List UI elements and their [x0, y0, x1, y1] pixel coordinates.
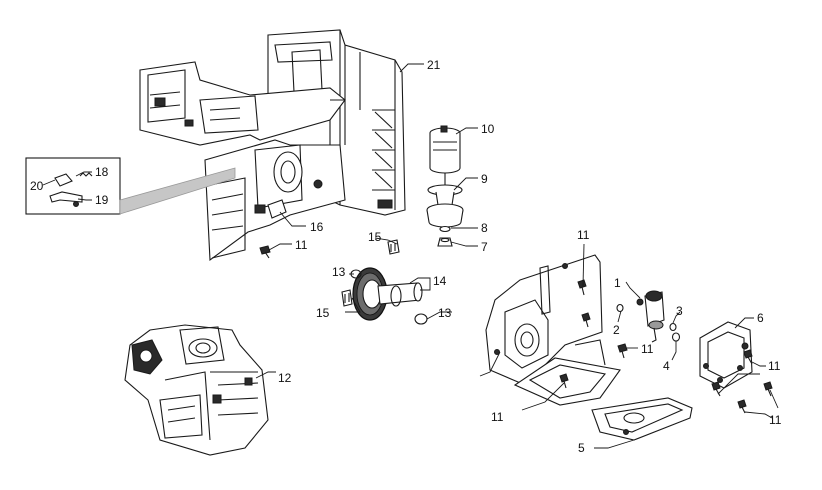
screw-11-center — [617, 343, 628, 359]
part-2-o-ring — [616, 303, 624, 313]
part-8-washer — [439, 225, 451, 233]
callout-20: 21 — [427, 58, 441, 72]
part-12-brew-unit — [124, 324, 269, 456]
part-9-gearbox — [426, 184, 464, 228]
callout-18: 19 — [95, 193, 109, 207]
screw-11-plate-mid — [581, 312, 591, 328]
inset-box — [25, 157, 121, 215]
screw-11-cover-d — [737, 399, 747, 414]
callout-15-bottom: 15 — [316, 306, 330, 320]
callout-1: 1 — [614, 276, 621, 290]
inset-projection — [119, 167, 236, 215]
screw-11-lower — [559, 373, 569, 389]
callout-6: 6 — [757, 311, 764, 325]
part-15-clip-bottom — [341, 289, 353, 307]
part-1-valve — [636, 290, 665, 343]
part-3-o-ring — [669, 322, 677, 332]
callout-10: 10 — [481, 122, 495, 136]
part-14-gear — [352, 267, 423, 321]
screw-11-frame — [259, 245, 271, 259]
part-4-o-ring — [671, 332, 681, 342]
callout-12: 12 — [278, 371, 292, 385]
callout-7: 7 — [481, 240, 488, 254]
part-18-lever — [49, 191, 83, 203]
part-20-main-frame — [139, 29, 406, 262]
callout-5: 5 — [578, 441, 585, 455]
part-10-motor — [429, 125, 461, 185]
callout-11-center: 11 — [641, 342, 654, 356]
screw-11-cover-c — [763, 381, 773, 397]
callout-11-lower: 11 — [491, 410, 504, 424]
callout-14: 14 — [433, 274, 447, 288]
callout-3: 3 — [676, 304, 683, 318]
leader-lines — [42, 63, 779, 449]
screw-11-cover-a — [743, 349, 753, 365]
callout-labels: 21 10 9 8 7 18 19 20 16 11 15 13 14 15 1… — [30, 58, 782, 455]
callout-11-frame: 11 — [295, 238, 308, 252]
callout-13-top: 13 — [332, 265, 346, 279]
part-21-side-plate — [485, 254, 621, 406]
callout-9: 9 — [481, 172, 488, 186]
callout-11-cover: 11 — [768, 359, 781, 373]
part-13-o-ring-bottom — [414, 313, 428, 325]
callout-17: 18 — [95, 165, 109, 179]
callout-8: 8 — [481, 221, 488, 235]
screw-11-cover-b — [711, 381, 721, 397]
detail-inset — [25, 157, 236, 215]
callout-13-bottom: 13 — [438, 306, 452, 320]
part-19-clip — [54, 173, 73, 187]
callout-16: 16 — [310, 220, 324, 234]
callout-4: 4 — [663, 359, 670, 373]
callout-11-plate: 11 — [577, 228, 590, 242]
callout-2: 2 — [613, 323, 620, 337]
callout-11-cover-lower: 11 — [769, 413, 782, 427]
screw-11-plate-top — [577, 279, 587, 296]
part-6-cover — [699, 321, 753, 389]
callout-19: 20 — [30, 179, 44, 193]
part-17-spring — [79, 172, 93, 177]
part-5-tray — [591, 397, 693, 441]
callout-15-top: 15 — [368, 230, 382, 244]
part-7-nut — [437, 237, 453, 247]
